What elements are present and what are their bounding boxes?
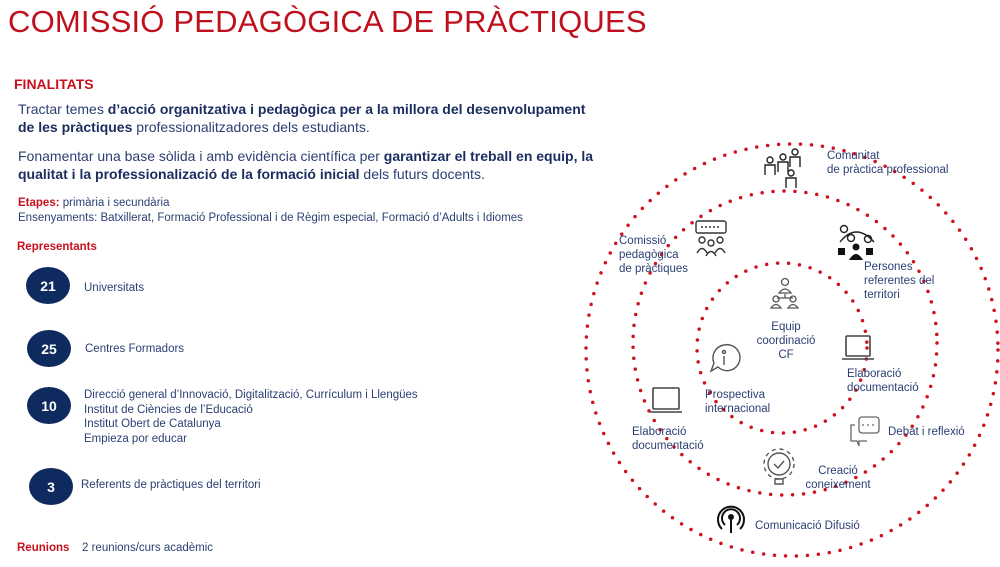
finalitat-paragraph-1: Tractar temes d’acció organitzativa i pe… <box>18 100 598 136</box>
laptop-icon <box>650 387 682 413</box>
etapes-value: primària i secundària <box>59 197 170 209</box>
representant-label: Universitats <box>84 281 144 296</box>
text: Elaboració <box>847 368 902 380</box>
count-badge: 21 <box>26 267 70 304</box>
count-badge: 10 <box>27 387 71 424</box>
ensenyaments-line: Ensenyaments: Batxillerat, Formació Prof… <box>18 212 523 224</box>
label-elaboracio-left: Elaboració documentació <box>632 425 704 453</box>
text: Centres Formadors <box>85 343 185 355</box>
text: Creació <box>818 465 858 477</box>
count-badge: 3 <box>29 468 73 505</box>
community-people-icon <box>764 148 801 188</box>
text: documentació <box>847 382 919 394</box>
laptop-icon <box>842 335 874 360</box>
representant-label: Centres Formadors <box>85 342 184 357</box>
reunions-value: 2 reunions/curs acadèmic <box>82 542 214 554</box>
broadcast-antenna-icon <box>717 505 745 533</box>
info-bubble-icon <box>709 343 741 373</box>
representants-heading: Representants <box>17 241 97 253</box>
text: coordinació <box>756 335 816 347</box>
count-badge: 25 <box>27 330 71 367</box>
text: documentació <box>632 440 704 452</box>
text: Comunitat <box>827 150 880 162</box>
team-hierarchy-icon <box>769 277 800 309</box>
text: Direcció general d’Innovació, Digitalitz… <box>84 389 418 401</box>
text: pedagògica <box>619 249 679 261</box>
etapes-label: Etapes: <box>18 197 60 209</box>
label-persones: Persones referentes del territori <box>864 260 934 302</box>
text-bold: d’acció organitzativa i pedagògica per a… <box>18 101 586 135</box>
text: Institut Obert de Catalunya <box>84 418 221 430</box>
text: Universitats <box>84 282 145 294</box>
text: Comissió <box>619 235 667 247</box>
representant-label: Direcció general d’Innovació, Digitalitz… <box>84 388 418 446</box>
label-creacio: Creació coneixement <box>798 464 878 492</box>
reunions-label: Reunions <box>17 542 70 554</box>
text: professionalitzadores dels estudiants. <box>132 119 370 135</box>
text-bold: garantizar el treball en equip, la quali… <box>18 148 594 182</box>
text: Referents de pràctiques del territori <box>81 479 261 491</box>
text: Comunicació Difusió <box>755 520 860 532</box>
text: Equip <box>771 321 801 333</box>
chat-bubbles-icon <box>850 416 880 447</box>
inner-dotted-circle <box>695 261 869 435</box>
label-comissio: Comissió pedagògica de pràctiques <box>619 234 688 276</box>
text: CF <box>778 349 794 361</box>
text: de pràctiques <box>619 263 689 275</box>
label-comunicacio: Comunicació Difusió <box>755 519 860 533</box>
page-title: COMISSIÓ PEDAGÒGICA DE PRÀCTIQUES <box>8 4 647 39</box>
gear-check-icon <box>763 448 795 485</box>
text: coneixement <box>805 479 871 491</box>
label-prospectiva: Prospectiva internacional <box>705 388 770 416</box>
text: referentes del <box>864 275 935 287</box>
label-comunitat: Comunitat de pràctica professional <box>827 149 948 177</box>
text: Prospectiva <box>705 389 766 401</box>
finalitat-paragraph-2: Fonamentar una base sòlida i amb evidènc… <box>18 147 598 183</box>
text: Debat i reflexió <box>888 426 965 438</box>
etapes-line: Etapes: primària i secundària <box>18 197 169 209</box>
meeting-board-icon <box>695 220 727 257</box>
label-debat: Debat i reflexió <box>888 425 965 439</box>
text: territori <box>864 289 900 301</box>
text: Elaboració <box>632 426 687 438</box>
text: Tractar temes <box>18 101 108 117</box>
representant-label: Referents de pràctiques del territori <box>81 478 261 493</box>
finalitats-heading: FINALITATS <box>14 76 94 92</box>
text: Empieza por educar <box>84 432 187 445</box>
middle-dotted-circle <box>631 189 939 497</box>
network-people-icon <box>838 224 875 260</box>
text: Fonamentar una base sòlida i amb evidènc… <box>18 148 384 164</box>
text: Persones <box>864 261 913 273</box>
text: Institut de Ciències de l’Educació <box>84 403 253 416</box>
text: internacional <box>705 403 771 415</box>
label-elaboracio-right: Elaboració documentació <box>847 367 919 395</box>
outer-dotted-circle <box>584 142 1000 558</box>
text: dels futurs docents. <box>359 166 485 182</box>
text: de pràctica professional <box>827 164 949 176</box>
